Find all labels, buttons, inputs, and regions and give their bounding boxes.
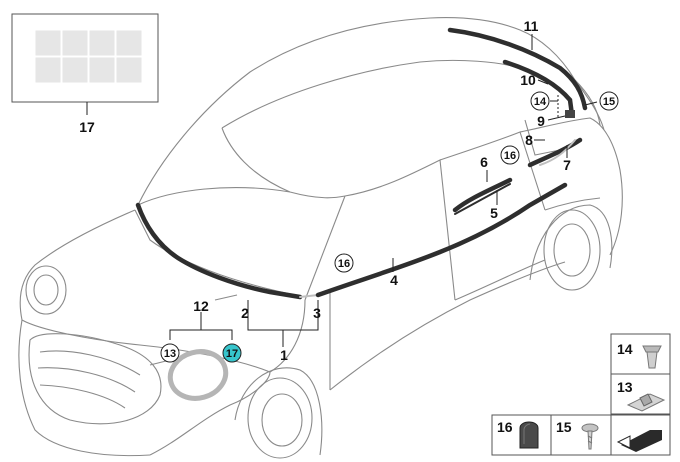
legend-part-13: 13 bbox=[610, 373, 671, 415]
callout-16-front-circle bbox=[334, 253, 354, 273]
callout-16-front-label: 16 bbox=[338, 258, 350, 270]
car-outline bbox=[18, 17, 623, 459]
legend-part-15-label: 15 bbox=[556, 419, 572, 435]
callout-17-circle bbox=[222, 343, 242, 363]
legend-part-15: 15 bbox=[550, 414, 612, 456]
callout-numbers: 13 17 16 16 14 15 bbox=[164, 96, 615, 360]
callout-13-label: 13 bbox=[164, 348, 176, 360]
part-label-12: 12 bbox=[193, 298, 209, 314]
part-label-7: 7 bbox=[563, 157, 571, 173]
push-nut-icon bbox=[642, 345, 662, 369]
part-label-10: 10 bbox=[520, 72, 536, 88]
part-label-8: 8 bbox=[525, 132, 533, 148]
part-number-labels: 17 12 2 3 1 4 5 6 7 8 9 10 11 bbox=[79, 18, 571, 363]
callout-15-circle bbox=[599, 91, 619, 111]
part-label-4: 4 bbox=[390, 272, 398, 288]
screw-icon bbox=[581, 423, 599, 450]
callout-15-label: 15 bbox=[603, 96, 615, 108]
leader-lines bbox=[169, 34, 598, 347]
part-label-5: 5 bbox=[490, 205, 498, 221]
part-label-17-inset: 17 bbox=[79, 119, 95, 135]
part-label-3: 3 bbox=[313, 305, 321, 321]
legend-part-14-label: 14 bbox=[617, 341, 633, 357]
part-label-11: 11 bbox=[524, 18, 539, 34]
callout-17-label: 17 bbox=[226, 348, 238, 360]
callout-16-rear-circle bbox=[500, 145, 520, 165]
callout-13-circle bbox=[160, 343, 180, 363]
part-17-inset-box bbox=[11, 13, 159, 115]
bracket-clip-icon bbox=[626, 393, 666, 412]
legend-part-13-label: 13 bbox=[617, 379, 633, 395]
callout-14-circle bbox=[530, 91, 550, 111]
part-label-2: 2 bbox=[241, 305, 249, 321]
legend-part-16: 16 bbox=[491, 414, 552, 456]
part-label-1: 1 bbox=[280, 347, 288, 363]
callout-14-label: 14 bbox=[534, 96, 547, 108]
legend-direction bbox=[610, 414, 671, 456]
callout-16-rear-label: 16 bbox=[504, 150, 516, 162]
direction-arrow-icon bbox=[616, 430, 662, 452]
trim-strips bbox=[135, 27, 588, 300]
part-label-9: 9 bbox=[537, 113, 545, 129]
part-label-6: 6 bbox=[480, 154, 488, 170]
rubber-cap-icon bbox=[519, 421, 539, 449]
legend-part-14: 14 bbox=[610, 333, 671, 375]
legend-part-16-label: 16 bbox=[497, 419, 513, 435]
callout-circles bbox=[160, 91, 619, 363]
